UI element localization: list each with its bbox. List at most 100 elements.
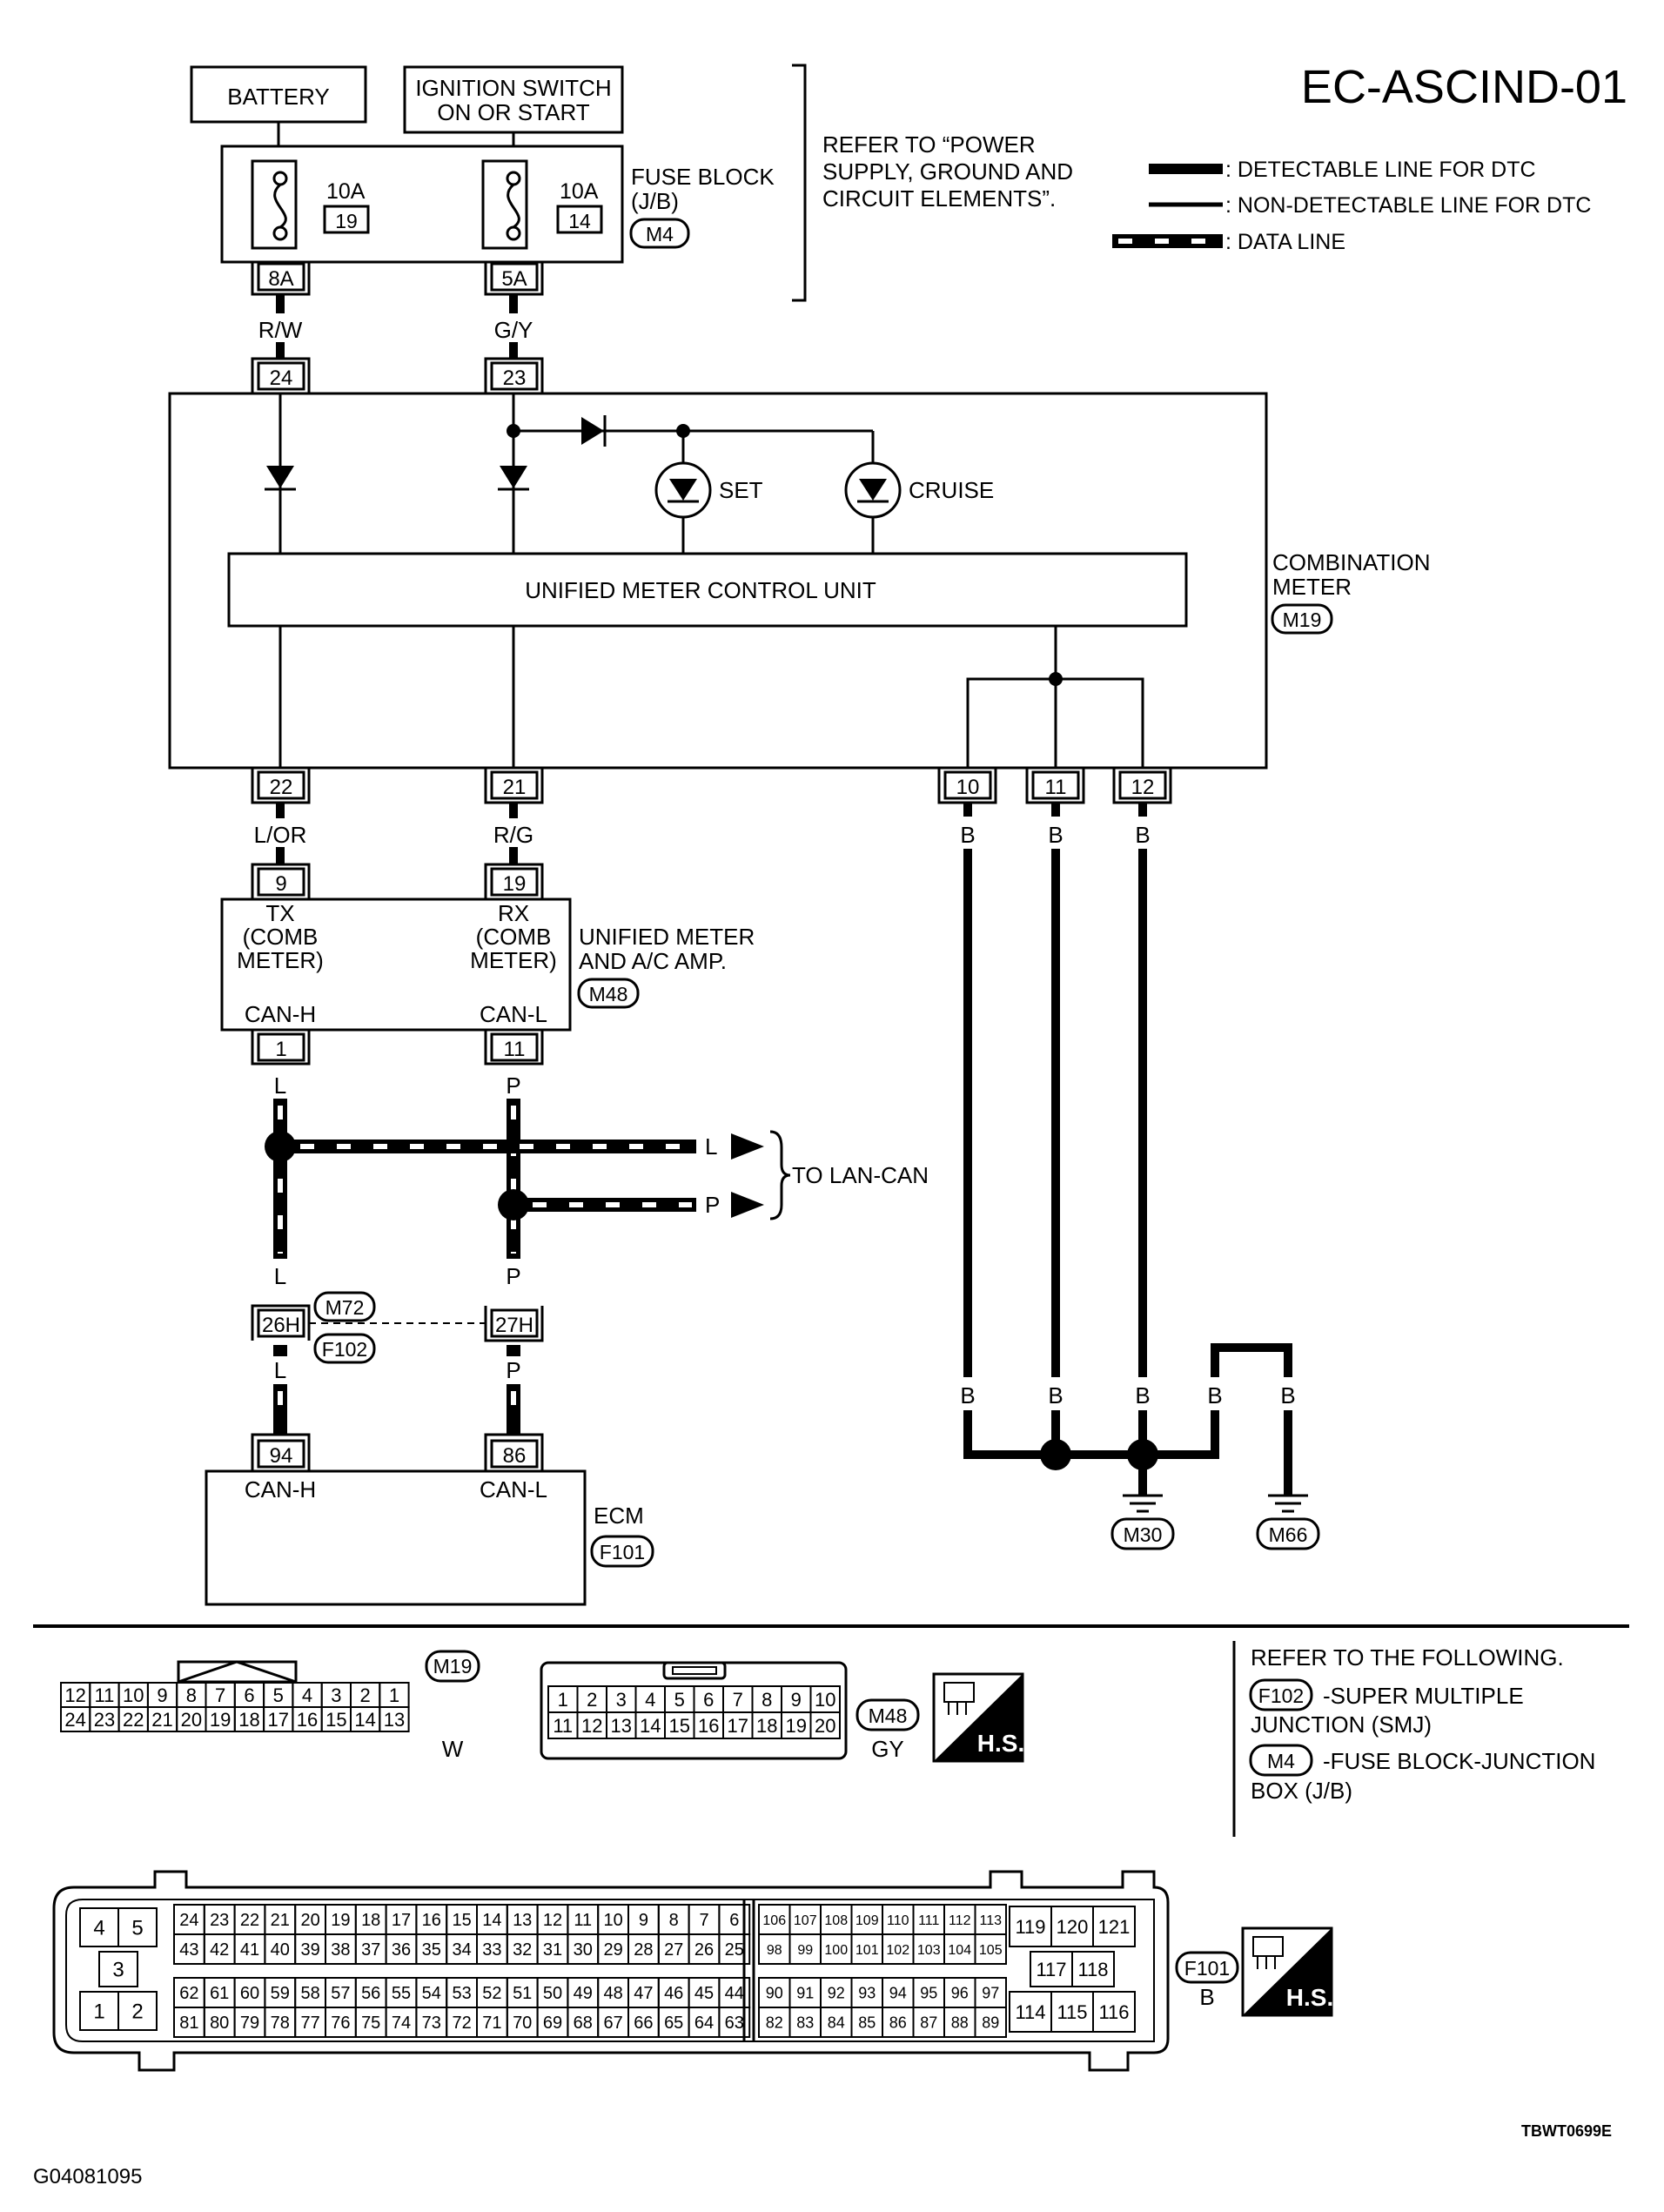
m48-pin-label: 15 — [669, 1715, 690, 1737]
f101-cell — [974, 2007, 1007, 2038]
f101-pin-label: 80 — [210, 2014, 229, 2033]
meter-pin-23: 23 — [503, 366, 527, 390]
f101-pin-label: 9 — [639, 1911, 648, 1930]
f101-pin-label: 103 — [917, 1943, 941, 1958]
harness-side-label-f101: H.S. — [1286, 1984, 1333, 2011]
f101-pin-label: 42 — [210, 1940, 229, 1960]
m19-pin-label: 4 — [302, 1684, 312, 1706]
fuse2-number: 14 — [568, 210, 591, 232]
f101-pin-label: 88 — [951, 2014, 969, 2031]
f101-pin-label: 104 — [948, 1943, 971, 1958]
diode-3-icon — [581, 417, 604, 445]
amp-label-line1: UNIFIED METER — [579, 924, 755, 950]
f101-pin-label: 56 — [361, 1984, 380, 2003]
wire-p-mid: P — [506, 1263, 520, 1289]
meter-pin-10: 10 — [956, 776, 980, 799]
f101-cell — [117, 1991, 158, 2031]
f101-pin-label: 68 — [574, 2014, 593, 2033]
amp-tx-line3: METER) — [237, 947, 324, 973]
cruise-label: CRUISE — [909, 477, 994, 503]
arrow-right-icon — [731, 1192, 764, 1218]
refer-box-f102: F102 — [1258, 1684, 1304, 1707]
joint-pin-27h: 27H — [495, 1314, 533, 1337]
refer-box-f102-desc-line1: -SUPER MULTIPLE — [1323, 1683, 1524, 1709]
f101-pin-label: 86 — [889, 2014, 907, 2031]
f101-pin-label: 76 — [331, 2014, 350, 2033]
amp-pin-11: 11 — [504, 1038, 526, 1061]
wire-b-10-lower: B — [960, 1382, 975, 1409]
m48-pin-label: 13 — [611, 1715, 632, 1737]
refer-note-line3: CIRCUIT ELEMENTS”. — [822, 185, 1056, 212]
m19-pin-label: 16 — [297, 1709, 318, 1731]
f101-pin-label: 30 — [574, 1940, 593, 1960]
f101-pin-label: 109 — [855, 1913, 879, 1928]
f101-cell — [1092, 1906, 1136, 1947]
f101-pin-label: 25 — [725, 1940, 744, 1960]
f101-pin-label: 118 — [1077, 1959, 1108, 1980]
f101-pin-label: 14 — [482, 1911, 501, 1930]
f101-pin-label: 105 — [979, 1943, 1003, 1958]
set-label: SET — [719, 477, 763, 503]
wire-p-upper: P — [506, 1072, 520, 1099]
amp-rx-line1: RX — [498, 900, 529, 926]
f101-pin-label: 18 — [361, 1911, 380, 1930]
m19-pin-label: 1 — [389, 1684, 399, 1706]
wire-b-11-lower: B — [1048, 1382, 1063, 1409]
f101-pin-label: 84 — [828, 2014, 845, 2031]
ground-m30-label: M30 — [1124, 1523, 1163, 1546]
f101-pin-label: 89 — [982, 2014, 999, 2031]
f101-pin-label: 115 — [1057, 2001, 1087, 2023]
m19-pin-label: 10 — [123, 1684, 144, 1706]
f101-pin-label: 62 — [179, 1984, 198, 2003]
f101-pin-label: 99 — [797, 1943, 813, 1958]
f101-pin-label: 119 — [1015, 1916, 1045, 1938]
f101-pin-label: 22 — [240, 1911, 259, 1930]
f101-pin-label: 53 — [452, 1984, 471, 2003]
f101-pin-label: 100 — [824, 1943, 848, 1958]
f101-pin-label: 26 — [694, 1940, 714, 1960]
f101-pin-label: 77 — [300, 2014, 319, 2033]
wire-b-13-lower: B — [1207, 1382, 1222, 1409]
f101-pin-label: 98 — [767, 1943, 782, 1958]
f101-pin-label: 110 — [887, 1913, 909, 1928]
refer-box-m4: M4 — [1267, 1750, 1295, 1772]
f101-pin-label: 106 — [762, 1913, 786, 1928]
f101-pin-label: 93 — [858, 1984, 876, 2001]
wire-l-upper: L — [274, 1072, 286, 1099]
wire-p-lower: P — [506, 1357, 520, 1383]
meter-pin-24: 24 — [270, 366, 293, 390]
amp-pin-1: 1 — [275, 1038, 286, 1061]
f101-pin-label: 67 — [603, 2014, 622, 2033]
f101-pin-label: 38 — [331, 1940, 350, 1960]
m19-pin-label: 2 — [360, 1684, 371, 1706]
refer-note-line2: SUPPLY, GROUND AND — [822, 158, 1073, 185]
m19-pin-label: 13 — [384, 1709, 405, 1731]
f101-cell — [1092, 1991, 1136, 2033]
wire-lor: L/OR — [254, 822, 307, 848]
f101-cell — [974, 1933, 1007, 1965]
f101-pin-label: 60 — [240, 1984, 259, 2003]
m19-pin-label: 7 — [215, 1684, 225, 1706]
f101-pin-label: 101 — [855, 1943, 879, 1958]
f101-pin-label: 41 — [240, 1940, 259, 1960]
amp-rx-line2: (COMB — [476, 924, 552, 950]
f101-pin-label: 48 — [603, 1984, 622, 2003]
fuse-block-label-line1: FUSE BLOCK — [631, 164, 775, 190]
f101-cell — [718, 2007, 751, 2038]
f101-pin-label: 97 — [982, 1984, 999, 2001]
f101-pin-label: 10 — [603, 1911, 622, 1930]
f101-pin-label: 70 — [513, 2014, 532, 2033]
f101-connector-color: B — [1199, 1984, 1214, 2010]
wire-b-12-lower: B — [1135, 1382, 1150, 1409]
f101-pin-label: 64 — [694, 2014, 714, 2033]
f101-pin-label: 50 — [543, 1984, 562, 2003]
f101-pin-label: 74 — [392, 2014, 411, 2033]
footer-code-right: TBWT0699E — [1521, 2122, 1612, 2140]
f101-cell — [98, 1951, 138, 1987]
f101-pin-label: 35 — [422, 1940, 441, 1960]
f101-pin-label: 92 — [828, 1984, 845, 2001]
f101-pin-label: 65 — [664, 2014, 683, 2033]
f101-pin-label: 57 — [331, 1984, 350, 2003]
amp-can-h: CAN-H — [245, 1001, 316, 1027]
combination-meter-label-line2: METER — [1272, 574, 1352, 600]
